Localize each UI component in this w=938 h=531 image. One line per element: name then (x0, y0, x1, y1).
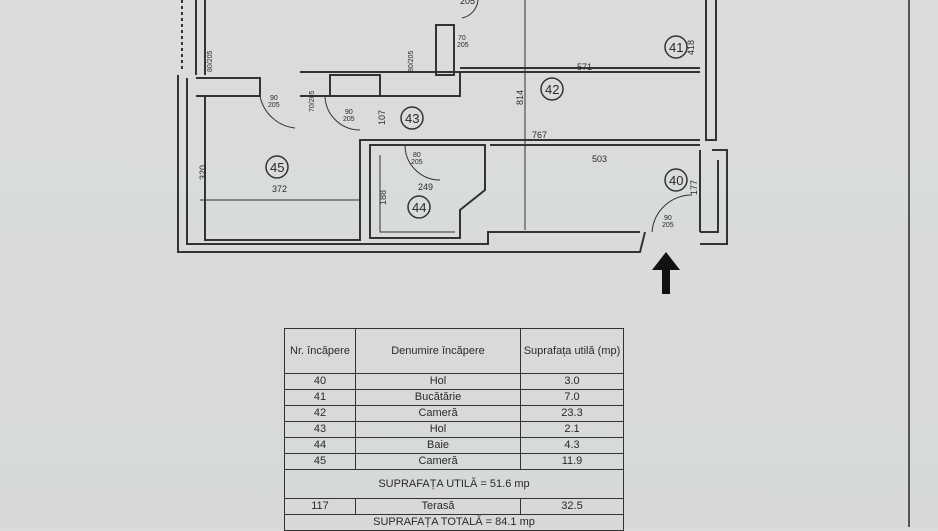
header-area: Suprafața utilă (mp) (520, 328, 624, 374)
cell-nr: 40 (284, 373, 356, 390)
dim-814: 814 (515, 90, 525, 105)
dim-571: 571 (577, 62, 592, 72)
room-number-44: 44 (412, 200, 426, 215)
useful-total-row: SUPRAFAȚA UTILĂ = 51.6 mp (284, 469, 624, 499)
cell-area: 4.3 (520, 437, 624, 454)
cell-name: Cameră (355, 405, 521, 422)
cell-name: Hol (355, 373, 521, 390)
room-circle-40 (664, 168, 688, 192)
terrace-row: 117 Terasă 32.5 (284, 498, 624, 515)
door-label: 205 (411, 159, 423, 166)
cell-area: 7.0 (520, 389, 624, 406)
dim-767: 767 (532, 130, 547, 140)
room-number-43: 43 (405, 111, 419, 126)
dim-177: 177 (689, 180, 699, 195)
cell-name: Baie (355, 437, 521, 454)
door-label: 90 (345, 109, 353, 116)
dim-418: 418 (686, 40, 696, 55)
door-label: 205 (343, 116, 355, 123)
dim-372: 372 (272, 184, 287, 194)
room-number-40: 40 (669, 173, 683, 188)
useful-total: SUPRAFAȚA UTILĂ = 51.6 mp (284, 469, 624, 499)
grand-total: SUPRAFAȚA TOTALĂ = 84.1 mp (284, 514, 624, 531)
room-circle-44 (407, 195, 431, 219)
table-header-row: Nr. încăpere Denumire încăpere Suprafața… (284, 328, 624, 374)
table-row: 41 Bucătărie 7.0 (284, 389, 624, 406)
grand-total-row: SUPRAFAȚA TOTALĂ = 84.1 mp (284, 514, 624, 531)
dim-249: 249 (418, 182, 433, 192)
dim-320: 320 (198, 165, 208, 180)
table-row: 42 Cameră 23.3 (284, 405, 624, 422)
dim-107: 107 (377, 110, 387, 125)
header-name: Denumire încăpere (355, 328, 521, 374)
room-circle-41 (664, 35, 688, 59)
terrace-name: Terasă (355, 498, 521, 515)
dim-503: 503 (592, 154, 607, 164)
cell-name: Bucătărie (355, 389, 521, 406)
cell-nr: 45 (284, 453, 356, 470)
dim-205: 205 (460, 0, 475, 6)
sheet-edge (908, 0, 910, 527)
door-label: 205 (268, 102, 280, 109)
table-row: 40 Hol 3.0 (284, 373, 624, 390)
cell-area: 23.3 (520, 405, 624, 422)
door-label: 90 (270, 95, 278, 102)
cell-nr: 41 (284, 389, 356, 406)
door-label: 80/205 (207, 50, 214, 72)
cell-name: Cameră (355, 453, 521, 470)
header-nr: Nr. încăpere (284, 328, 356, 374)
room-number-45: 45 (270, 160, 284, 175)
room-circle-42 (540, 77, 564, 101)
cell-area: 11.9 (520, 453, 624, 470)
entrance-arrow-icon (652, 252, 680, 294)
door-label: 70/205 (309, 90, 316, 112)
door-label: 80 (413, 152, 421, 159)
cell-nr: 43 (284, 421, 356, 438)
door-70-205-h: 205 (457, 42, 469, 49)
door-label: 205 (662, 222, 674, 229)
cell-nr: 44 (284, 437, 356, 454)
cell-nr: 42 (284, 405, 356, 422)
door-label: 90 (664, 215, 672, 222)
terrace-area: 32.5 (520, 498, 624, 515)
rooms-table: Nr. încăpere Denumire încăpere Suprafața… (284, 328, 624, 531)
dim-188: 188 (378, 190, 388, 205)
cell-area: 2.1 (520, 421, 624, 438)
door-70-205: 70 (458, 35, 466, 42)
room-number-42: 42 (545, 82, 559, 97)
table-row: 45 Cameră 11.9 (284, 453, 624, 470)
terrace-nr: 117 (284, 498, 356, 515)
table-row: 43 Hol 2.1 (284, 421, 624, 438)
room-circle-43 (400, 106, 424, 130)
door-label: 80/205 (408, 50, 415, 72)
room-circle-45 (265, 155, 289, 179)
cell-name: Hol (355, 421, 521, 438)
table-row: 44 Baie 4.3 (284, 437, 624, 454)
room-number-41: 41 (669, 40, 683, 55)
cell-area: 3.0 (520, 373, 624, 390)
